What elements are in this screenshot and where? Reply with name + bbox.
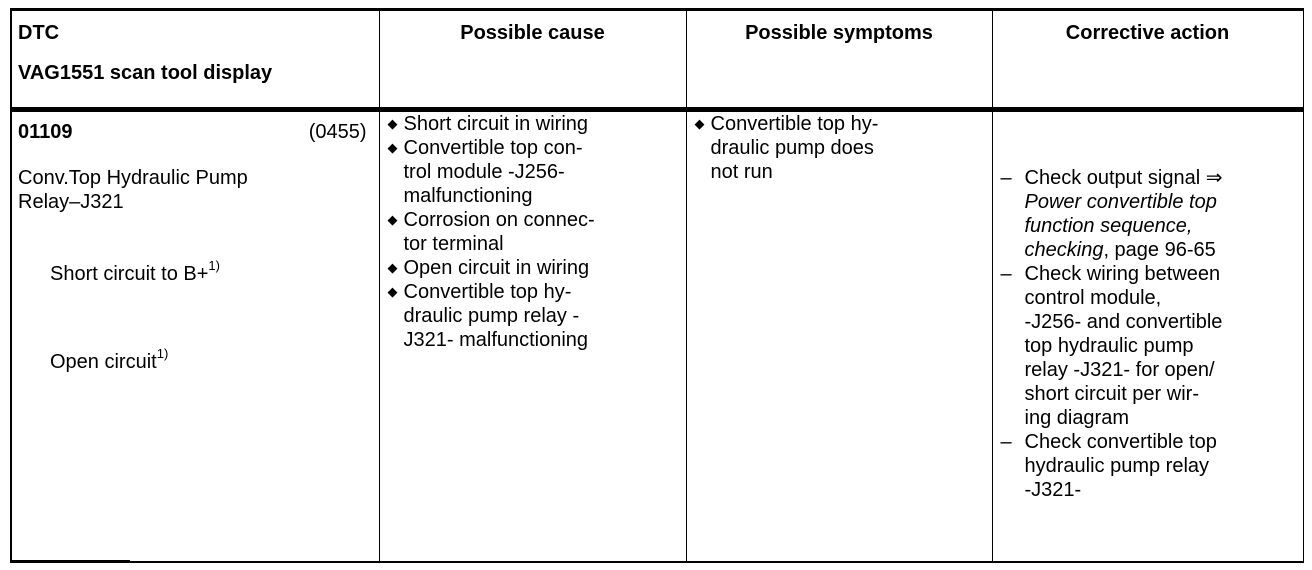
table-header-row: DTC VAG1551 scan tool display Possible c… bbox=[10, 8, 1304, 112]
header-scan-tool-label: VAG1551 scan tool display bbox=[18, 62, 273, 84]
bullet-icon: ◆ bbox=[694, 116, 705, 131]
footnote-ref: 1) bbox=[156, 346, 169, 362]
bullet-icon: ◆ bbox=[387, 284, 398, 299]
dash-icon: – bbox=[1000, 167, 1012, 189]
list-item-text: Open circuit in wiring bbox=[403, 257, 590, 279]
page-reference: , page 96-65 bbox=[1103, 239, 1216, 261]
list-item: – Check output signal ⇒ Power convertibl… bbox=[993, 166, 1303, 262]
header-dtc-label: DTC bbox=[18, 22, 60, 44]
bullet-icon: ◆ bbox=[387, 260, 398, 275]
header-possible-symptoms: Possible symptoms bbox=[685, 8, 993, 112]
dtc-alt-code: (0455) bbox=[308, 121, 367, 143]
dtc-code-line: 01109 (0455) bbox=[12, 112, 379, 148]
list-item: ◆ Convertible top hy- draulic pump relay… bbox=[380, 280, 686, 352]
list-item: – Check wiring between control module, -… bbox=[993, 262, 1303, 430]
list-item-text: Convertible top hy- draulic pump does no… bbox=[710, 113, 879, 183]
symptom-list: ◆ Convertible top hy- draulic pump does … bbox=[687, 112, 992, 184]
header-possible-cause: Possible cause bbox=[378, 8, 687, 112]
bullet-icon: ◆ bbox=[387, 116, 398, 131]
table-row: 01109 (0455) Conv.Top Hydraulic Pump Rel… bbox=[10, 109, 1304, 563]
component-name: Conv.Top Hydraulic Pump Relay–J321 bbox=[12, 148, 379, 214]
procedure-reference-link[interactable]: Power convertible top function sequence,… bbox=[1024, 191, 1217, 261]
dash-icon: – bbox=[1000, 431, 1012, 453]
possible-cause-cell: ◆ Short circuit in wiring ◆ Convertible … bbox=[378, 109, 687, 563]
list-item-text: Convertible top con- trol module -J256- … bbox=[403, 137, 583, 207]
action-list: – Check output signal ⇒ Power convertibl… bbox=[993, 112, 1303, 502]
footnote-ref: 1) bbox=[208, 258, 220, 274]
footnote-divider bbox=[10, 560, 130, 561]
possible-symptoms-cell: ◆ Convertible top hy- draulic pump does … bbox=[685, 109, 993, 563]
action-check-relay-text: Check convertible top hydraulic pump rel… bbox=[1024, 431, 1217, 501]
list-item: ◆ Short circuit in wiring bbox=[380, 112, 686, 136]
list-item-text: Convertible top hy- draulic pump relay -… bbox=[403, 281, 589, 351]
list-item: ◆ Open circuit in wiring bbox=[380, 256, 686, 280]
dtc-table: DTC VAG1551 scan tool display Possible c… bbox=[10, 8, 1304, 563]
corrective-action-cell: – Check output signal ⇒ Power convertibl… bbox=[991, 109, 1304, 563]
list-item: – Check convertible top hydraulic pump r… bbox=[993, 430, 1303, 502]
cause-list-short: ◆ Short circuit in wiring ◆ Convertible … bbox=[380, 112, 686, 208]
dtc-cell: 01109 (0455) Conv.Top Hydraulic Pump Rel… bbox=[10, 109, 380, 563]
dash-icon: – bbox=[1000, 263, 1012, 285]
action-check-wiring-text: Check wiring between control module, -J2… bbox=[1024, 263, 1223, 429]
dtc-document: DTC VAG1551 scan tool display Possible c… bbox=[10, 8, 1304, 563]
bullet-icon: ◆ bbox=[387, 212, 398, 227]
component-name-line2: Relay–J321 bbox=[18, 191, 124, 213]
cause-list-open: ◆ Corrosion on connec- tor terminal ◆ Op… bbox=[380, 208, 686, 352]
fault-condition-open: Open circuit1) bbox=[12, 286, 379, 374]
header-dtc: DTC VAG1551 scan tool display bbox=[10, 8, 380, 112]
fault-condition-short: Short circuit to B+1) bbox=[12, 214, 379, 286]
fault-condition-open-text: Open circuit bbox=[50, 351, 157, 373]
list-item-text: Corrosion on connec- tor terminal bbox=[403, 209, 595, 255]
list-item: ◆ Convertible top hy- draulic pump does … bbox=[687, 112, 992, 184]
dtc-code: 01109 bbox=[18, 121, 73, 143]
list-item: ◆ Convertible top con- trol module -J256… bbox=[380, 136, 686, 208]
action-check-output-text: Check output signal ⇒ bbox=[1024, 167, 1223, 189]
bullet-icon: ◆ bbox=[387, 140, 398, 155]
fault-condition-short-text: Short circuit to B+ bbox=[50, 263, 209, 285]
list-item: ◆ Corrosion on connec- tor terminal bbox=[380, 208, 686, 256]
list-item-text: Short circuit in wiring bbox=[403, 113, 589, 135]
component-name-line1: Conv.Top Hydraulic Pump bbox=[18, 167, 248, 189]
header-corrective-action: Corrective action bbox=[991, 8, 1304, 112]
